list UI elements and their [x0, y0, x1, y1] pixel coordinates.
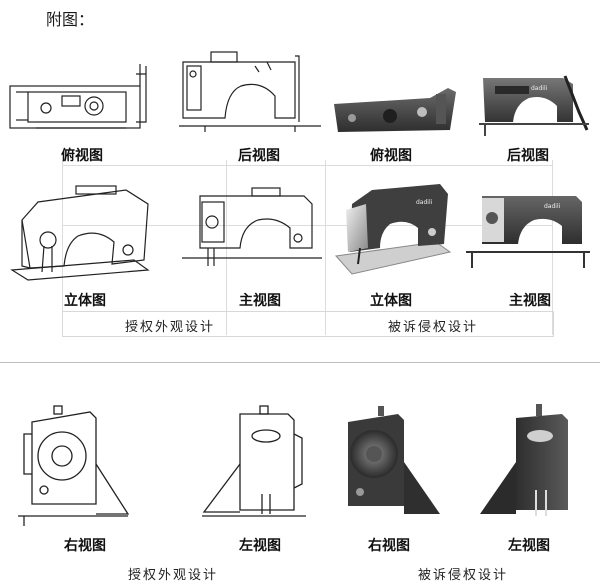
- authorized-rear-view-drawing: [175, 48, 325, 136]
- accused-design-caption: 被诉侵权设计: [388, 320, 479, 335]
- accused-perspective-photo: dadili: [332, 182, 454, 286]
- authorized-left-view-drawing: [196, 404, 312, 526]
- caption-box: [62, 311, 554, 337]
- authorized-design-caption: 授权外观设计: [125, 320, 216, 335]
- page-heading: 附图：: [46, 10, 95, 29]
- svg-text:dadili: dadili: [416, 199, 433, 206]
- accused-front-view-photo: dadili: [464, 188, 592, 270]
- svg-text:dadili: dadili: [531, 85, 548, 92]
- figure-label: 左视图: [508, 538, 550, 554]
- figure-label: 立体图: [64, 293, 106, 309]
- grid-line: [325, 160, 326, 335]
- figure-label: 主视图: [509, 293, 551, 309]
- authorized-perspective-drawing: [8, 180, 158, 285]
- grid-line: [62, 165, 552, 166]
- figure-label: 后视图: [507, 148, 549, 164]
- figure-label: 右视图: [64, 538, 106, 554]
- grid-line: [62, 160, 63, 335]
- authorized-front-view-drawing: [178, 186, 326, 270]
- accused-right-view-photo: [334, 406, 444, 522]
- accused-top-view-photo: [330, 82, 458, 136]
- figure-label: 后视图: [238, 148, 280, 164]
- figure-label: 左视图: [239, 538, 281, 554]
- figure-label: 立体图: [370, 293, 412, 309]
- accused-design-caption: 被诉侵权设计: [418, 568, 509, 583]
- authorized-design-caption: 授权外观设计: [128, 568, 219, 583]
- svg-text:dadili: dadili: [544, 203, 561, 210]
- figure-label: 主视图: [239, 293, 281, 309]
- accused-rear-view-photo: dadili: [475, 72, 593, 138]
- authorized-top-view-drawing: [6, 62, 156, 137]
- grid-line: [552, 160, 553, 335]
- authorized-right-view-drawing: [14, 404, 132, 530]
- grid-line: [62, 225, 552, 226]
- figure-label: 右视图: [368, 538, 410, 554]
- figure-label: 俯视图: [61, 148, 103, 164]
- figure-label: 俯视图: [370, 148, 412, 164]
- section-divider: [0, 362, 600, 363]
- accused-left-view-photo: [476, 404, 588, 522]
